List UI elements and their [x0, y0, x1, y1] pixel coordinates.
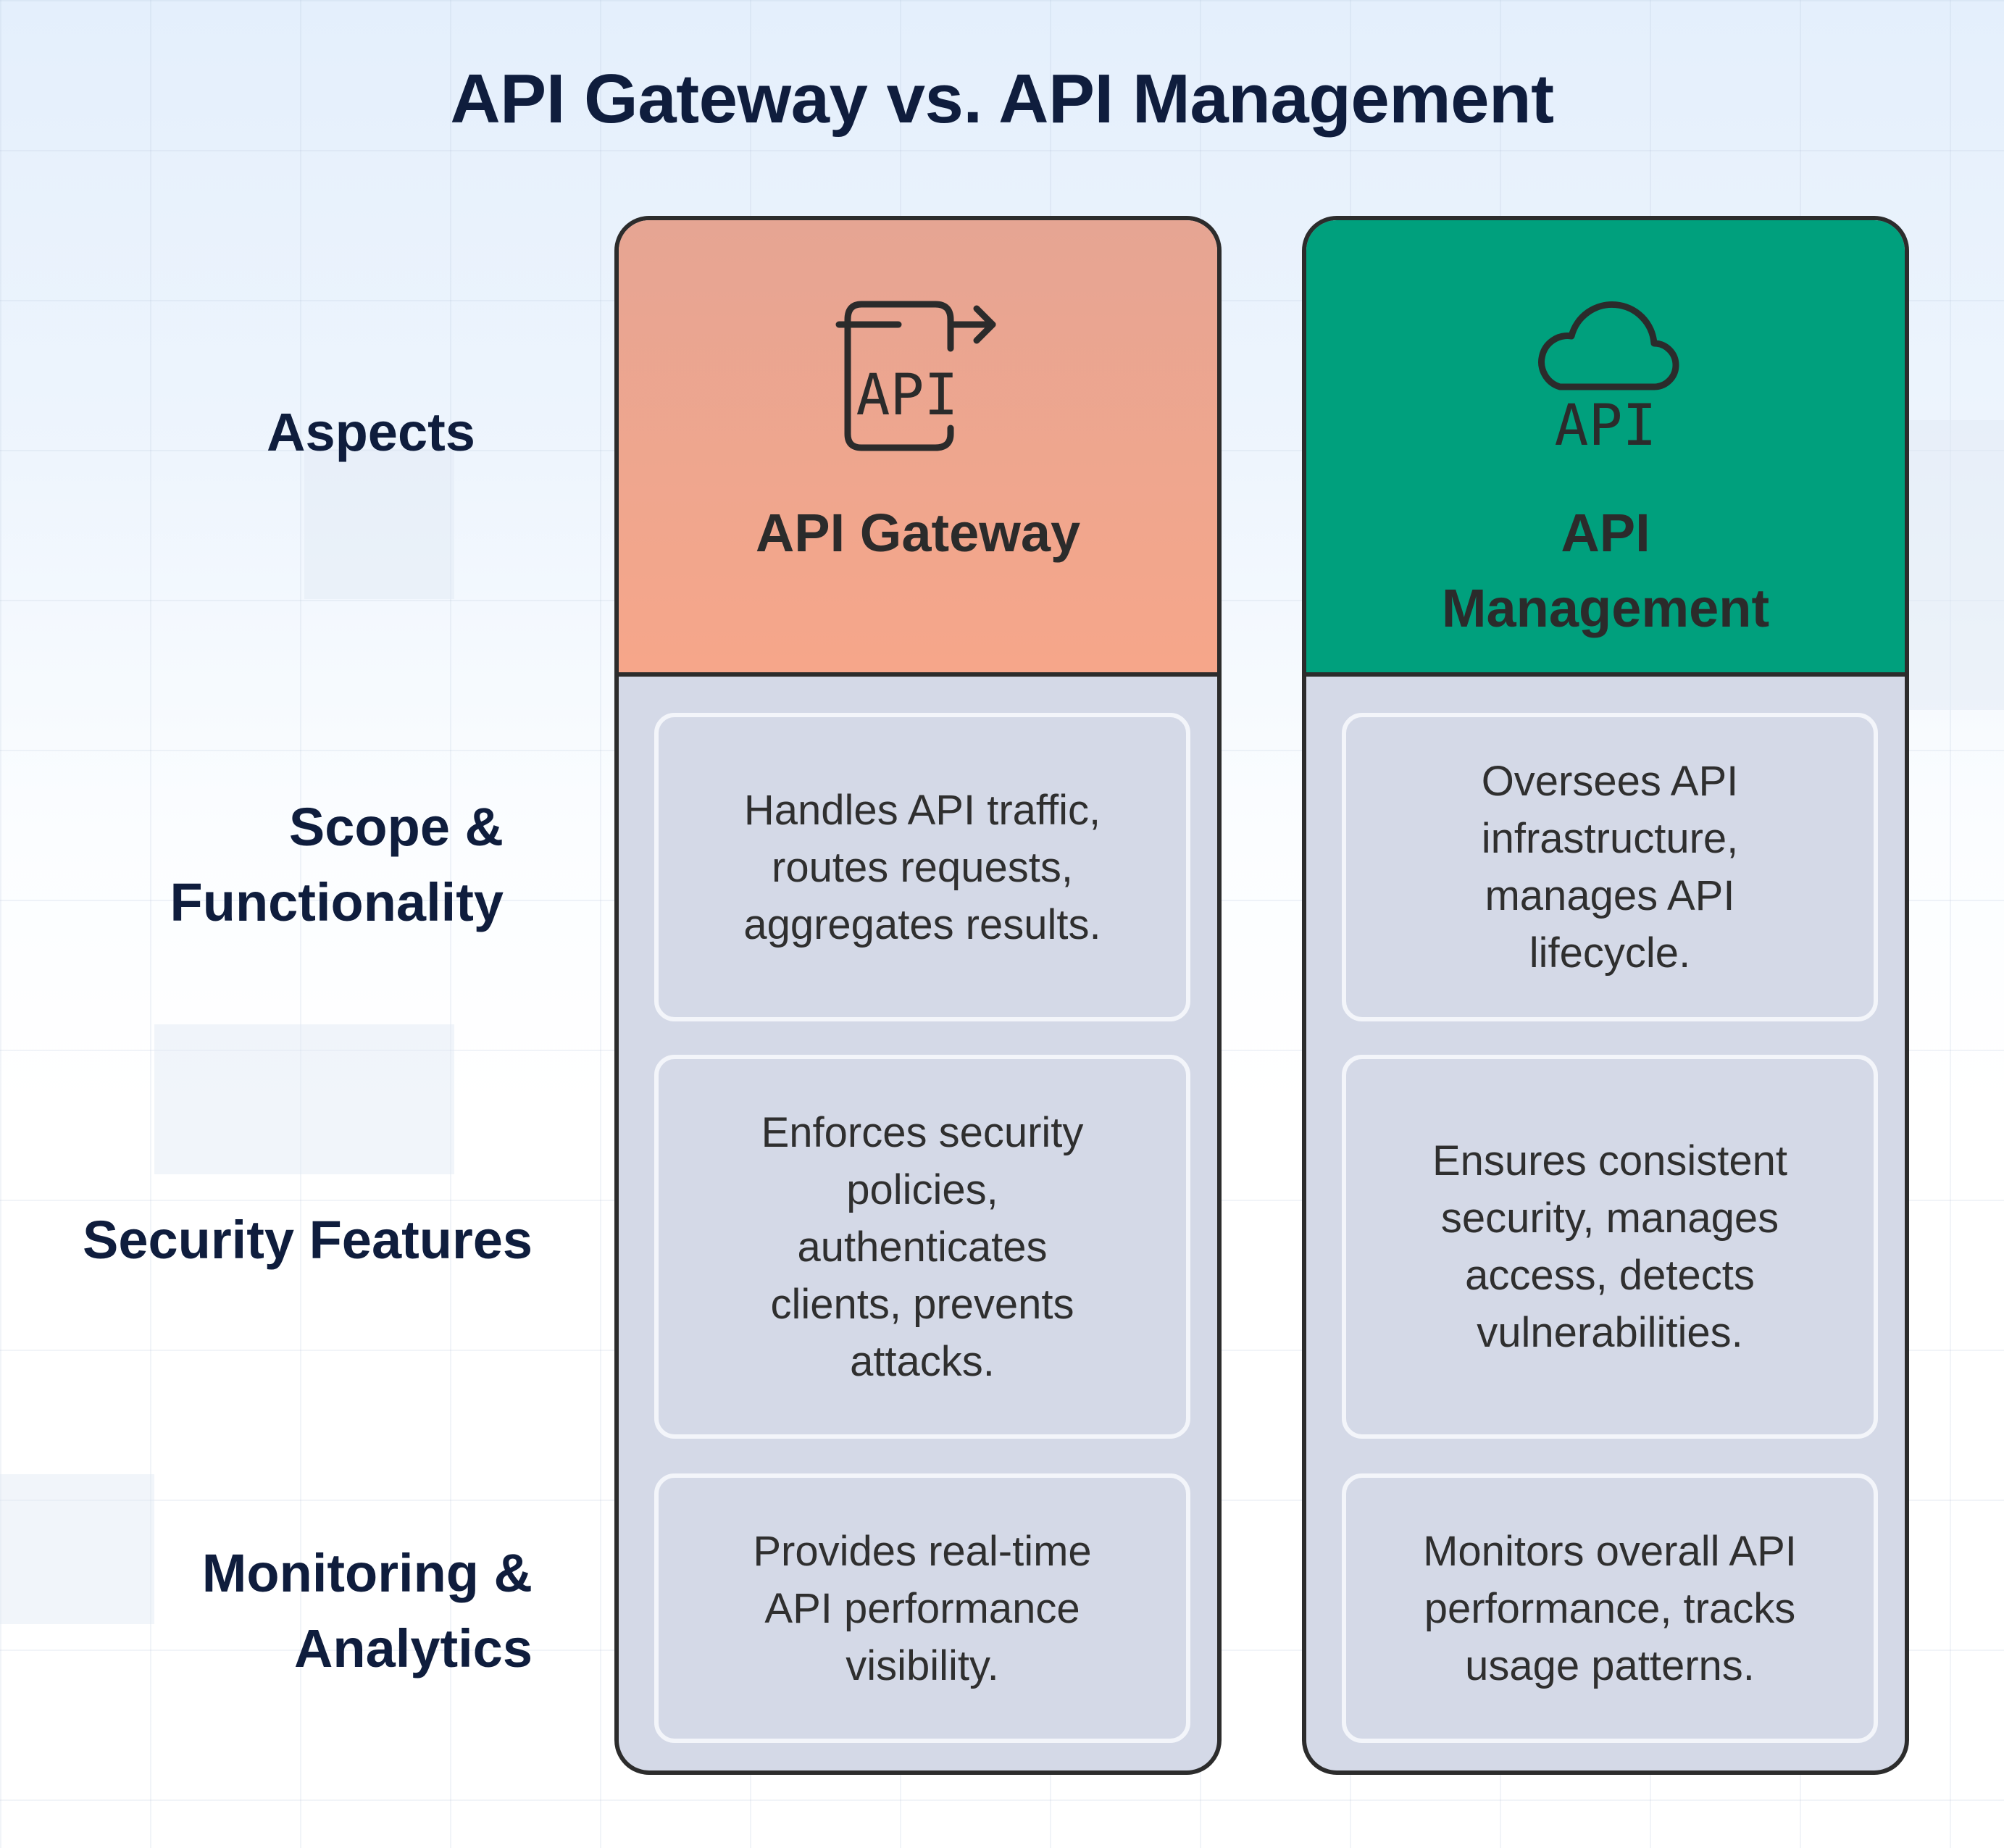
management-scope-cell: Oversees API infrastructure, manages API…	[1342, 713, 1878, 1021]
api-gateway-icon-text: API	[856, 363, 959, 428]
api-gateway-column: API API Gateway Handles API traffic, rou…	[614, 216, 1222, 1775]
api-gateway-header: API API Gateway	[619, 220, 1217, 677]
aspect-monitoring-analytics: Monitoring & Analytics	[201, 1543, 533, 1678]
gateway-monitoring-cell: Provides real-time API performance visib…	[654, 1473, 1190, 1743]
api-gateway-heading: API Gateway	[755, 503, 1081, 563]
aspect-scope-functionality: Scope & Functionality	[170, 797, 504, 932]
page-title: API Gateway vs. API Management	[450, 60, 1554, 138]
background-tile	[154, 1024, 454, 1174]
aspects-header: Aspects	[267, 402, 475, 462]
management-monitoring-cell: Monitors overall API performance, tracks…	[1342, 1473, 1878, 1743]
gateway-scope-cell: Handles API traffic, routes requests, ag…	[654, 713, 1190, 1021]
gateway-security-cell: Enforces security policies, authenticate…	[654, 1055, 1190, 1439]
management-security-cell: Ensures consistent security, manages acc…	[1342, 1055, 1878, 1439]
api-gateway-arrow-icon: API	[619, 294, 1217, 453]
api-management-header: API API Management	[1306, 220, 1905, 677]
background-tile	[304, 449, 454, 599]
aspect-security-features: Security Features	[83, 1210, 533, 1270]
api-management-column: API API Management Oversees API infrastr…	[1302, 216, 1909, 1775]
api-cloud-icon: API	[1306, 294, 1905, 453]
api-management-icon-text: API	[1555, 393, 1657, 453]
api-management-heading: API Management	[1441, 503, 1770, 638]
